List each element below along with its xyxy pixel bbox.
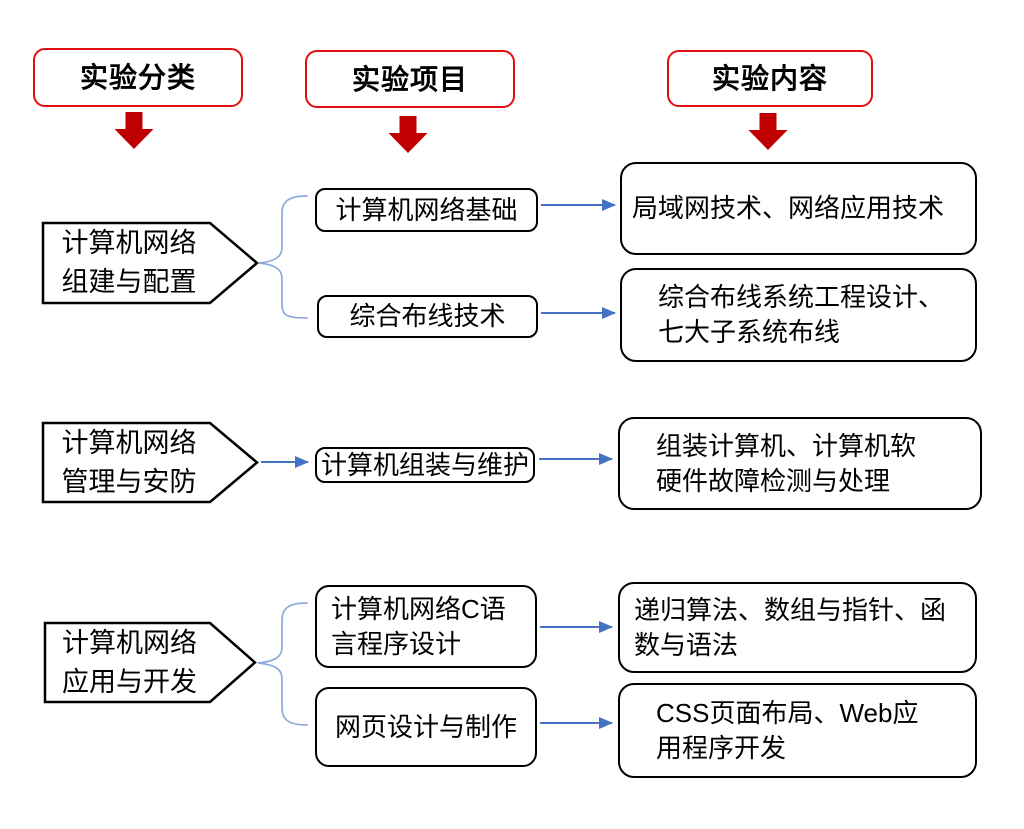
content-box-cabling-design: 综合布线系统工程设计、 七大子系统布线: [620, 268, 977, 362]
project-box-assembly: 计算机组装与维护: [315, 447, 535, 483]
down-arrow-icon: [114, 112, 154, 149]
category-pentagon-1: [41, 221, 259, 305]
content-box-assembly-fault: 组装计算机、计算机软 硬件故障检测与处理: [618, 417, 982, 510]
category-label-1: 计算机网络 组建与配置: [61, 228, 197, 297]
category-pentagon-2: [41, 421, 259, 504]
project-box-cabling: 综合布线技术: [317, 295, 538, 338]
brace-connector-group3: [257, 602, 308, 726]
brace-connector-group1: [258, 195, 308, 319]
project-box-web-design: 网页设计与制作: [315, 687, 537, 767]
content-box-algorithms: 递归算法、数组与指针、函 数与语法: [618, 582, 977, 673]
header-experiment-category: 实验分类: [33, 48, 243, 107]
project-box-c-programming: 计算机网络C语 言程序设计: [315, 585, 537, 668]
category-pentagon-3: [43, 621, 257, 704]
header-experiment-content: 实验内容: [667, 50, 873, 107]
project-box-network-basics: 计算机网络基础: [315, 188, 538, 232]
content-box-lan-tech: 局域网技术、网络应用技术: [620, 162, 977, 255]
down-arrow-icon: [388, 116, 428, 153]
down-arrow-icon: [748, 113, 788, 150]
content-box-css-web: CSS页面布局、Web应 用程序开发: [618, 683, 977, 778]
category-label-3: 计算机网络 应用与开发: [62, 627, 197, 697]
header-experiment-project: 实验项目: [305, 50, 515, 108]
category-label-2: 计算机网络 管理与安防: [61, 427, 197, 497]
